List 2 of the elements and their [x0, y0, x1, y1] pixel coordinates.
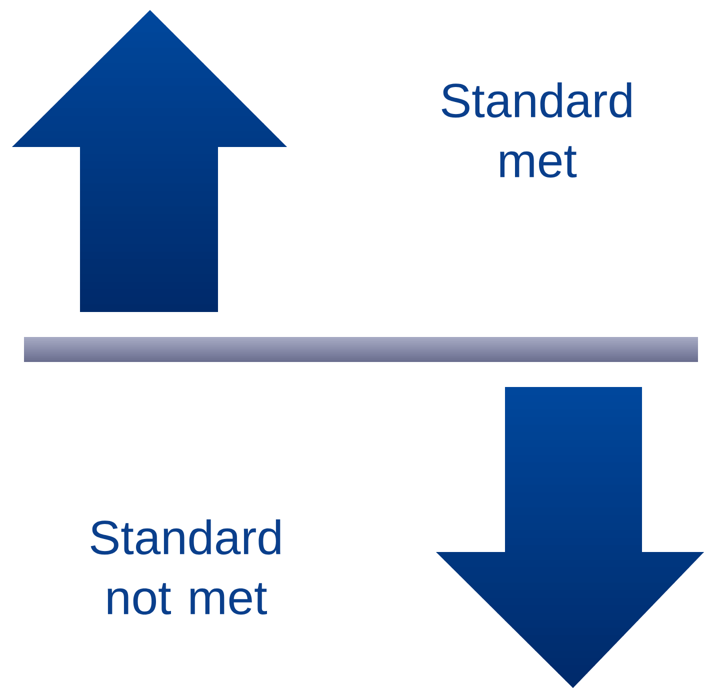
status-label: Standard not met	[90, 519, 280, 615]
status-label: Standard met	[442, 82, 632, 178]
